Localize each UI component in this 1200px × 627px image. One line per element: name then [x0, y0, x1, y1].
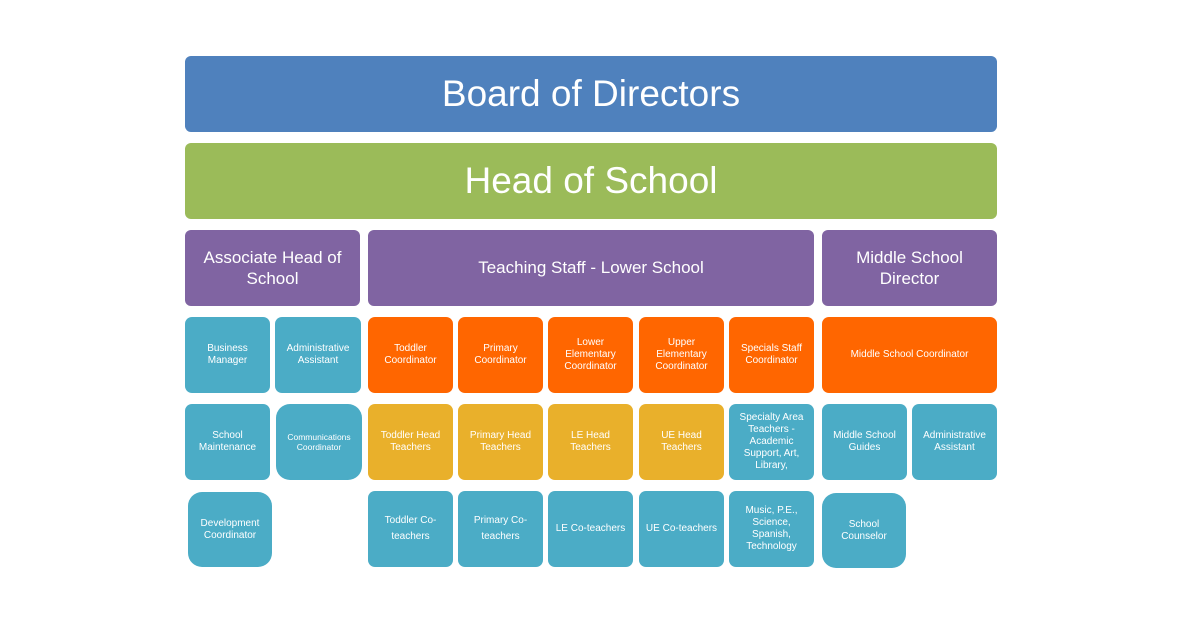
administrative-assistant: Administrative Assistant — [275, 317, 361, 393]
teaching-staff-lower-school: Teaching Staff - Lower School — [368, 230, 814, 306]
primary-co-teachers: Primary Co-teachers — [458, 491, 543, 567]
upper-elementary-coordinator: Upper Elementary Coordinator — [639, 317, 724, 393]
ue-co-teachers: UE Co-teachers — [639, 491, 724, 567]
primary-head-teachers: Primary Head Teachers — [458, 404, 543, 480]
board-of-directors: Board of Directors — [185, 56, 997, 132]
school-maintenance: School Maintenance — [185, 404, 270, 480]
ms-administrative-assistant: Administrative Assistant — [912, 404, 997, 480]
head-label: Head of School — [464, 159, 718, 201]
school-counselor: School Counselor — [822, 493, 906, 568]
middle-school-coordinator: Middle School Coordinator — [822, 317, 997, 393]
ue-head-teachers: UE Head Teachers — [639, 404, 724, 480]
specialty-area-teachers: Specialty Area Teachers - Academic Suppo… — [729, 404, 814, 480]
business-manager: Business Manager — [185, 317, 270, 393]
toddler-head-teachers: Toddler Head Teachers — [368, 404, 453, 480]
communications-coordinator: Communications Coordinator — [276, 404, 362, 480]
development-coordinator: Development Coordinator — [188, 492, 272, 567]
le-head-teachers: LE Head Teachers — [548, 404, 633, 480]
toddler-co-teachers: Toddler Co-teachers — [368, 491, 453, 567]
lower-elementary-coordinator: Lower Elementary Coordinator — [548, 317, 633, 393]
board-label: Board of Directors — [441, 72, 741, 114]
middle-school-director: Middle School Director — [822, 230, 997, 306]
specials-co-teachers: Music, P.E., Science, Spanish, Technolog… — [729, 491, 814, 567]
le-co-teachers: LE Co-teachers — [548, 491, 633, 567]
associate-head-of-school: Associate Head of School — [185, 230, 360, 306]
primary-coordinator: Primary Coordinator — [458, 317, 543, 393]
middle-school-guides: Middle School Guides — [822, 404, 907, 480]
toddler-coordinator: Toddler Coordinator — [368, 317, 453, 393]
specials-staff-coordinator: Specials Staff Coordinator — [729, 317, 814, 393]
head-of-school: Head of School — [185, 143, 997, 219]
